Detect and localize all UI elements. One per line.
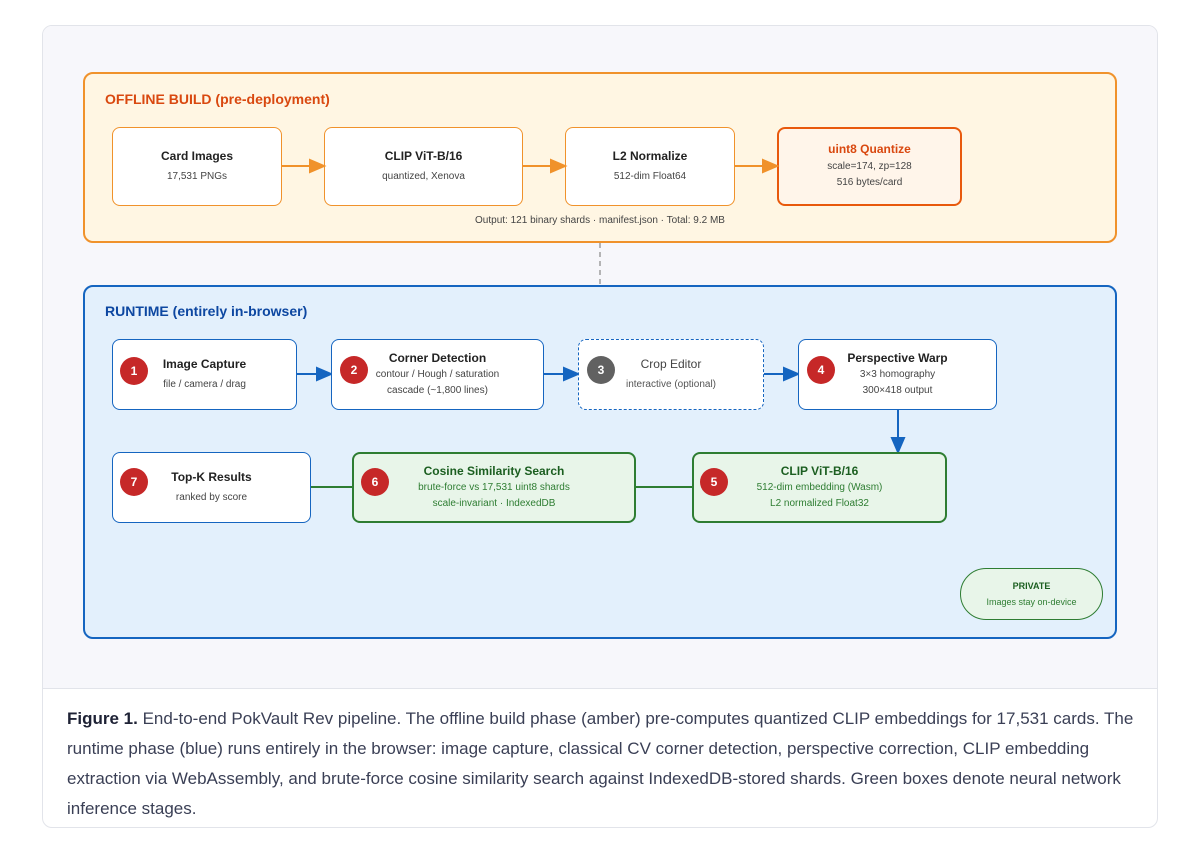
private-badge: PRIVATE Images stay on-device: [960, 568, 1103, 620]
offline-output: Output: 121 binary shards · manifest.jso…: [475, 215, 725, 226]
step-badge-5: 5: [700, 468, 728, 496]
step-detail: scale=174, zp=128: [827, 161, 912, 172]
step-title: Perspective Warp: [847, 350, 948, 365]
step-detail: 17,531 PNGs: [166, 170, 228, 182]
step-badge-7: 7: [120, 468, 148, 496]
step-detail: 512-dim Float64: [613, 170, 687, 182]
step-detail: ranked by score: [175, 491, 248, 503]
step-detail: brute-force vs 17,531 uint8 shards: [418, 481, 570, 493]
step-title: Image Capture: [162, 356, 247, 371]
step-title: uint8 Quantize: [828, 142, 911, 156]
step-title: L2 Normalize: [612, 148, 688, 163]
step-cosine-search: Cosine Similarity Search brute-force vs …: [352, 452, 636, 523]
runtime-arrows: [296, 366, 906, 455]
offline-arrows: [282, 158, 780, 174]
step-title: CLIP ViT-B/16: [780, 463, 859, 478]
private-title: PRIVATE: [1012, 581, 1051, 591]
caption-text: End-to-end PokVault Rev pipeline. The of…: [67, 709, 1134, 818]
step-badge-4: 4: [807, 356, 835, 384]
step-detail: interactive (optional): [625, 378, 717, 390]
step-badge-2: 2: [340, 356, 368, 384]
step-detail: quantized, Xenova: [382, 170, 465, 182]
step-card-images: Card Images 17,531 PNGs: [112, 127, 282, 206]
step-detail: 300×418 output: [862, 384, 933, 396]
step-detail: 512-dim embedding (Wasm): [756, 481, 883, 493]
step-clip-offline: CLIP ViT-B/16 quantized, Xenova: [324, 127, 523, 206]
step-detail: cascade (~1,800 lines): [387, 384, 488, 396]
caption-label: Figure 1.: [67, 709, 138, 728]
step-title: CLIP ViT-B/16: [384, 148, 463, 163]
step-detail: 3×3 homography: [859, 368, 936, 380]
step-detail: 516 bytes/card: [836, 177, 903, 188]
step-detail: scale-invariant · IndexedDB: [432, 497, 556, 509]
offline-title: OFFLINE BUILD (pre-deployment): [105, 91, 330, 107]
step-badge-3: 3: [587, 356, 615, 384]
runtime-title: RUNTIME (entirely in-browser): [105, 303, 308, 319]
figure-caption: Figure 1. End-to-end PokVault Rev pipeli…: [67, 704, 1137, 824]
step-uint8-quantize: uint8 Quantize scale=174, zp=128 516 byt…: [777, 127, 962, 206]
step-detail: contour / Hough / saturation: [375, 368, 500, 380]
step-title: Card Images: [160, 148, 234, 163]
private-text: Images stay on-device: [986, 597, 1077, 607]
step-badge-6: 6: [361, 468, 389, 496]
step-title: Top-K Results: [171, 469, 252, 484]
step-detail: file / camera / drag: [163, 378, 246, 390]
step-title: Corner Detection: [388, 350, 487, 365]
step-badge-1: 1: [120, 357, 148, 385]
step-title: Crop Editor: [640, 356, 702, 371]
step-clip-runtime: CLIP ViT-B/16 512-dim embedding (Wasm) L…: [692, 452, 947, 523]
step-title: Cosine Similarity Search: [423, 463, 565, 478]
step-detail: L2 normalized Float32: [770, 497, 869, 509]
